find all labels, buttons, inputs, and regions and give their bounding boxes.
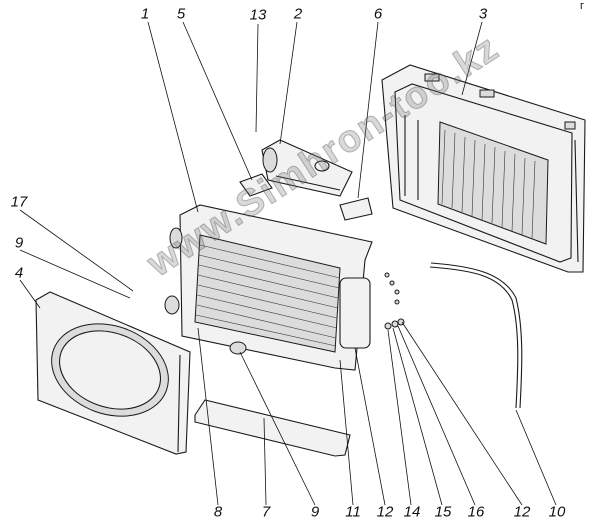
part-1-radiator-core — [164, 204, 373, 371]
callout-11: 11 — [345, 503, 361, 521]
part-10-drain-pipe-outline — [430, 262, 523, 409]
callout-9-top: 9 — [14, 234, 24, 252]
callout-15: 15 — [434, 503, 452, 521]
fasteners-14-15-16 — [384, 272, 405, 330]
part-2-expansion-tank — [261, 139, 353, 197]
callout-1: 1 — [140, 5, 150, 23]
part-10-drain-pipe — [429, 266, 519, 409]
callout-2: 2 — [293, 5, 303, 23]
callout-14: 14 — [403, 503, 421, 521]
callout-5: 5 — [176, 5, 186, 23]
callout-3: 3 — [478, 5, 488, 23]
part-5-bracket — [239, 173, 273, 197]
part-4-fan-shroud — [35, 291, 191, 455]
callout-6: 6 — [373, 5, 383, 23]
callout-16: 16 — [467, 503, 485, 521]
callout-12-b: 12 — [513, 503, 531, 521]
corner-mark: г — [580, 0, 585, 12]
callout-13: 13 — [249, 6, 267, 24]
part-3-radiator-frame — [381, 64, 586, 273]
part-7-lower-bracket — [194, 399, 351, 457]
callout-10: 10 — [548, 503, 566, 521]
callout-17: 17 — [10, 193, 28, 211]
leader-lines — [19, 21, 557, 506]
callout-8: 8 — [213, 503, 223, 521]
callout-7: 7 — [261, 503, 271, 521]
callout-12-a: 12 — [376, 503, 394, 521]
callout-4: 4 — [14, 264, 24, 282]
callout-9-bottom: 9 — [310, 503, 320, 521]
part-6-bracket — [339, 197, 373, 221]
